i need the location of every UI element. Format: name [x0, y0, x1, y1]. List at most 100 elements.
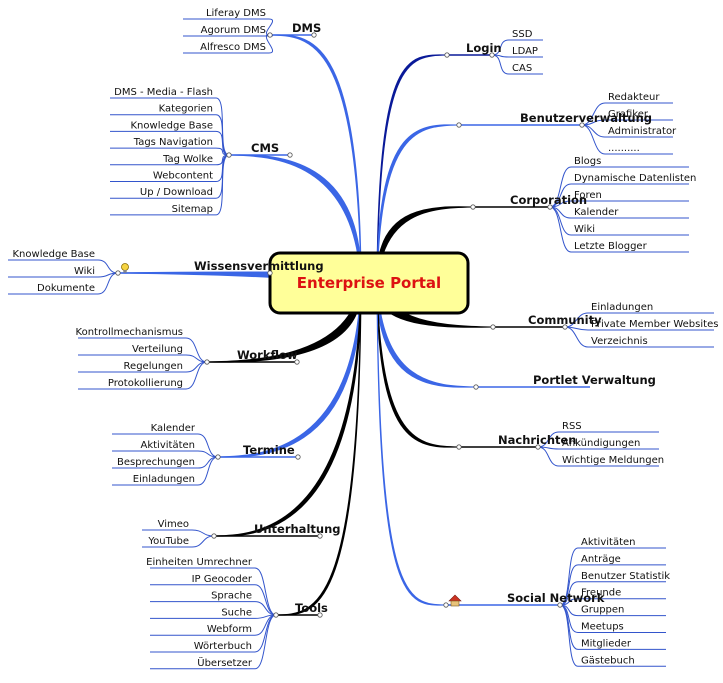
leaf-item-unterhaltung-1[interactable]: YouTube — [147, 536, 189, 547]
leaf-item-wissen-0[interactable]: Knowledge Base — [13, 249, 96, 260]
leaf-item-dms-1[interactable]: Agorum DMS — [201, 25, 266, 36]
branch-joint-tools — [273, 612, 279, 618]
leaf-item-corporation-1[interactable]: Dynamische Datenlisten — [574, 173, 696, 184]
leaf-item-social-4[interactable]: Gruppen — [581, 605, 624, 616]
leaf-item-wissen-2[interactable]: Dokumente — [37, 283, 95, 294]
leaf-item-cms-2[interactable]: Knowledge Base — [131, 120, 214, 131]
leaf-connector — [537, 446, 560, 467]
branch-label-corporation[interactable]: Corporation — [510, 193, 587, 207]
branch-label-workflow[interactable]: Workflow — [237, 348, 298, 362]
leaf-item-community-0[interactable]: Einladungen — [591, 302, 653, 313]
leaf-item-tools-0[interactable]: Einheiten Umrechner — [146, 557, 253, 568]
leaf-item-social-7[interactable]: Gästebuch — [581, 655, 635, 666]
branch-joint-unterhaltung — [211, 533, 217, 539]
branch-nodes: DMS Liferay DMS Agorum DMS Alfresco DMS CMS D… — [13, 8, 719, 669]
leaf-item-tools-3[interactable]: Suche — [221, 607, 252, 618]
branch-joint-inner-social — [443, 602, 449, 608]
leaf-item-cms-7[interactable]: Sitemap — [172, 204, 213, 215]
branch-label-benutzer[interactable]: Benutzerverwaltung — [520, 111, 652, 125]
leaf-connector — [491, 54, 510, 75]
leaf-item-benutzer-0[interactable]: Redakteur — [608, 92, 660, 103]
leaf-item-unterhaltung-0[interactable]: Vimeo — [158, 519, 189, 530]
leaf-item-workflow-3[interactable]: Protokollierung — [108, 378, 183, 389]
branch-label-community[interactable]: Community — [528, 313, 602, 327]
leaf-item-login-0[interactable]: SSD — [512, 29, 533, 40]
leaf-item-social-6[interactable]: Mitglieder — [581, 638, 632, 649]
branch-label-social[interactable]: Social Network — [507, 591, 605, 605]
leaf-connector — [215, 154, 230, 216]
branch-joint-inner-portlet — [473, 384, 479, 390]
leaf-item-dms-0[interactable]: Liferay DMS — [206, 8, 266, 19]
leaf-item-community-2[interactable]: Verzeichnis — [591, 336, 648, 347]
branch-label-login[interactable]: Login — [466, 41, 502, 55]
branch-joint-inner-nachrichten — [456, 444, 462, 450]
leaf-item-corporation-0[interactable]: Blogs — [574, 156, 601, 167]
branch-joint-inner-unterhaltung — [317, 533, 323, 539]
leaf-item-cms-4[interactable]: Tag Wolke — [162, 154, 213, 165]
leaf-item-cms-6[interactable]: Up / Download — [140, 187, 213, 198]
leaf-item-tools-5[interactable]: Wörterbuch — [194, 641, 252, 652]
leaf-item-community-1[interactable]: Private Member Websites — [591, 319, 718, 330]
leaf-item-benutzer-3[interactable]: .......... — [608, 143, 640, 154]
branch-label-portlet[interactable]: Portlet Verwaltung — [533, 373, 656, 387]
branch-label-unterhaltung[interactable]: Unterhaltung — [254, 522, 341, 536]
leaf-item-wissen-1[interactable]: Wiki — [74, 266, 95, 277]
branch-label-wissen[interactable]: Wissensvermittlung — [194, 259, 324, 273]
leaf-item-nachrichten-2[interactable]: Wichtige Meldungen — [562, 455, 664, 466]
branch-label-tools[interactable]: Tools — [295, 601, 328, 615]
branch-joint-inner-corporation — [470, 204, 476, 210]
branch-label-dms[interactable]: DMS — [292, 21, 321, 35]
branch-joint-nachrichten — [535, 444, 541, 450]
leaf-connector — [559, 604, 579, 667]
leaf-item-termine-3[interactable]: Einladungen — [133, 474, 195, 485]
leaf-item-termine-1[interactable]: Aktivitäten — [141, 440, 196, 451]
branch-joint-corporation — [547, 204, 553, 210]
leaf-item-nachrichten-1[interactable]: Ankündigungen — [562, 438, 640, 449]
branch-label-termine[interactable]: Termine — [243, 443, 295, 457]
central-node[interactable]: Enterprise Portal — [268, 251, 470, 315]
leaf-item-cms-1[interactable]: Kategorien — [159, 104, 213, 115]
leaf-item-social-2[interactable]: Benutzer Statistik — [581, 571, 670, 582]
branch-label-cms[interactable]: CMS — [251, 141, 279, 155]
leaf-item-cms-0[interactable]: DMS - Media - Flash — [114, 87, 213, 98]
branch-label-nachrichten[interactable]: Nachrichten — [498, 433, 577, 447]
leaf-connector — [564, 326, 589, 348]
leaf-item-corporation-3[interactable]: Kalender — [574, 207, 619, 218]
leaf-item-termine-0[interactable]: Kalender — [151, 423, 196, 434]
leaf-connector — [97, 272, 119, 295]
leaf-connector — [581, 124, 606, 155]
leaf-item-tools-6[interactable]: Übersetzer — [197, 656, 253, 669]
leaf-item-login-2[interactable]: CAS — [512, 63, 532, 74]
leaf-connector — [559, 604, 579, 650]
leaf-item-benutzer-1[interactable]: Grafiker — [608, 109, 649, 120]
leaf-item-benutzer-2[interactable]: Administrator — [608, 126, 677, 137]
leaf-item-tools-4[interactable]: Webform — [207, 624, 252, 635]
leaf-item-social-3[interactable]: Freunde — [581, 588, 621, 599]
branch-joint-inner-login — [444, 52, 450, 58]
branch-joint-social — [557, 602, 563, 608]
leaf-item-workflow-2[interactable]: Regelungen — [124, 361, 183, 372]
leaf-item-workflow-1[interactable]: Verteilung — [132, 344, 183, 355]
leaf-item-workflow-0[interactable]: Kontrollmechanismus — [76, 327, 183, 338]
leaf-item-termine-2[interactable]: Besprechungen — [117, 457, 195, 468]
leaf-item-cms-3[interactable]: Tags Navigation — [133, 137, 213, 148]
branch-joint-inner-tools — [317, 612, 323, 618]
leaf-item-tools-1[interactable]: IP Geocoder — [192, 574, 253, 585]
leaf-item-cms-5[interactable]: Webcontent — [153, 171, 213, 182]
leaf-item-social-0[interactable]: Aktivitäten — [581, 537, 636, 548]
central-node-box — [268, 251, 470, 315]
leaf-item-tools-2[interactable]: Sprache — [211, 591, 252, 602]
leaf-item-login-1[interactable]: LDAP — [512, 46, 538, 57]
branch-joint-workflow — [204, 359, 210, 365]
leaf-item-corporation-2[interactable]: Foren — [574, 190, 602, 201]
leaf-item-social-1[interactable]: Anträge — [581, 554, 621, 565]
leaf-item-nachrichten-0[interactable]: RSS — [562, 421, 582, 432]
leaf-item-social-5[interactable]: Meetups — [581, 622, 624, 633]
leaf-connector — [191, 535, 215, 548]
leaf-item-corporation-4[interactable]: Wiki — [574, 224, 595, 235]
leaf-item-corporation-5[interactable]: Letzte Blogger — [574, 241, 648, 252]
leaf-item-dms-2[interactable]: Alfresco DMS — [200, 42, 266, 53]
leaf-connector — [254, 584, 277, 616]
leaf-connector — [254, 614, 277, 653]
